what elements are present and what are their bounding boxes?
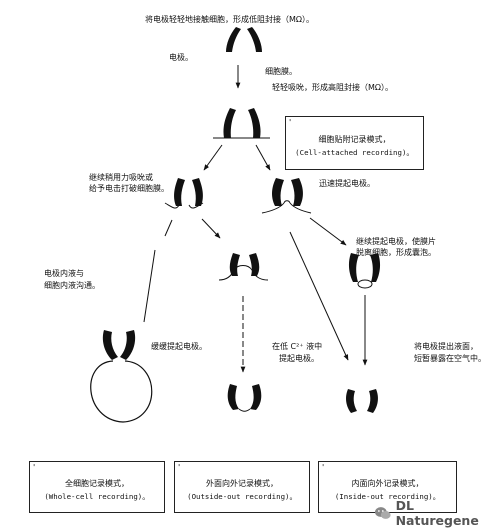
step-low-ca-2: 提起电极。 [279,354,319,363]
arrow-to-whole-cell [164,219,173,237]
electrode-outside-out [227,384,262,412]
arrow-to-vesicle [309,217,347,246]
box-whole-cell-en: (Whole-cell recording)。 [44,492,150,501]
electrode-stage-1 [226,27,262,52]
step-mix-2: 细胞内液沟通。 [44,281,100,290]
step-lift-fast: 迅速提起电极。 [319,179,375,188]
box-inside-out-en: (Inside-out recording)。 [334,492,441,501]
arrow-to-lift-branch [255,144,271,171]
box-cell-attached: ' 细胞贴附记录模式， (Cell-attached recording)。 [285,116,424,170]
step-air-1: 将电极提出液面， [414,342,478,351]
step-suction: 轻轻吸吮，形成高阻封接（MΩ）。 [272,83,394,92]
electrode-vesicle [348,253,381,289]
step-low-ca-1: 在低 C²⁺ 液中 [272,342,323,351]
electrode-inside-out [346,389,378,413]
arrow-to-inside-out-low-ca [289,231,349,361]
step-membrane: 细胞膜。 [265,67,297,76]
box-inside-out-zh: 内面向外记录模式， [351,479,424,488]
step-lift-more-1: 继续提起电极，使膜片 [356,237,436,246]
step-lift-more-2: 脱离细胞，形成囊泡。 [356,248,436,257]
box-outside-out: ' 外面向外记录模式， (Outside-out recording)。 [174,461,310,513]
electrode-lift-bridge [261,178,312,214]
electrode-stage-2 [213,108,270,139]
electrode-outside-out-forming [218,253,269,281]
step-mix-1: 电极内液与 [44,269,84,278]
arrow-to-outside-out [201,218,221,239]
step-break-1: 继续稍用力吸吮或 [89,173,153,182]
step-intro: 将电极轻轻地接触细胞，形成低阻封接（MΩ）。 [145,15,315,24]
step-air-2: 短暂暴露在空气中。 [414,354,486,363]
box-cell-attached-en: (Cell-attached recording)。 [295,148,414,157]
watermark-text: DL Naturegene [395,498,479,528]
box-whole-cell-zh: 全细胞记录模式， [65,479,129,488]
electrode-whole-cell [90,330,153,423]
step-slow-lift: 缓缓提起电极。 [151,342,207,351]
arrow-whole-cell-down [143,249,156,323]
box-inside-out: ' 内面向外记录模式， (Inside-out recording)。 [318,461,457,513]
wechat-icon [374,507,391,519]
box-outside-out-zh: 外面向外记录模式， [206,479,278,488]
electrode-whole-cell-rupture [164,178,204,209]
watermark: DL Naturegene [374,498,499,528]
step-break-2: 给予电击打破细胞膜。 [89,184,169,193]
arrow-to-whole-cell-branch [203,144,223,171]
step-electrode: 电极。 [169,53,193,62]
box-outside-out-en: (Outside-out recording)。 [187,492,297,501]
box-cell-attached-zh: 细胞贴附记录模式， [318,135,391,144]
box-whole-cell: ' 全细胞记录模式， (Whole-cell recording)。 [29,461,165,513]
